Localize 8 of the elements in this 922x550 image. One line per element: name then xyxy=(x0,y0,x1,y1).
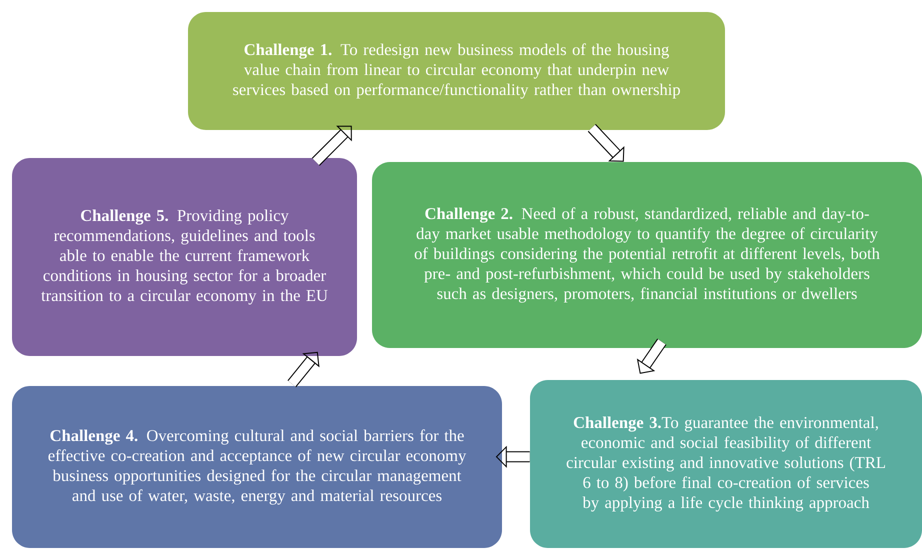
challenge-box: Challenge 4. Overcoming cultural and social barriers for the effective co-creation and acceptance of new circular economy business opportunities designed for the circular management and use of water, waste, energy and material resources xyxy=(12,386,502,548)
challenge-box: Challenge 3.To guarantee the environmental, economic and social feasibility of different circular existing and innovative solutions (TRL 6 to 8) before final co-creation of services by applying a life cycle thinking approach xyxy=(530,380,922,548)
challenge-box: Challenge 5. Providing policy recommendations, guidelines and tools able to enable the current framework conditions in housing sector for a broader transition to a circular economy in the EU xyxy=(12,158,357,356)
block-arrow xyxy=(312,126,352,166)
block-arrow xyxy=(588,124,624,162)
challenge-box: Challenge 1. To redesign new business models of the housing value chain from linear to circular economy that underpin new services based on performance/functionality rather than ownership xyxy=(188,12,725,130)
block-arrow xyxy=(288,352,320,388)
challenge-box: Challenge 2. Need of a robust, standardized, reliable and day-to-day market usable methodology to quantify the degree of circularity of buildings considering the potential retrofit at different levels, both pre- and post-refurbishment, which could be used by stakeholders such as designers, promoters, financial institutions or dwellers xyxy=(372,162,922,348)
